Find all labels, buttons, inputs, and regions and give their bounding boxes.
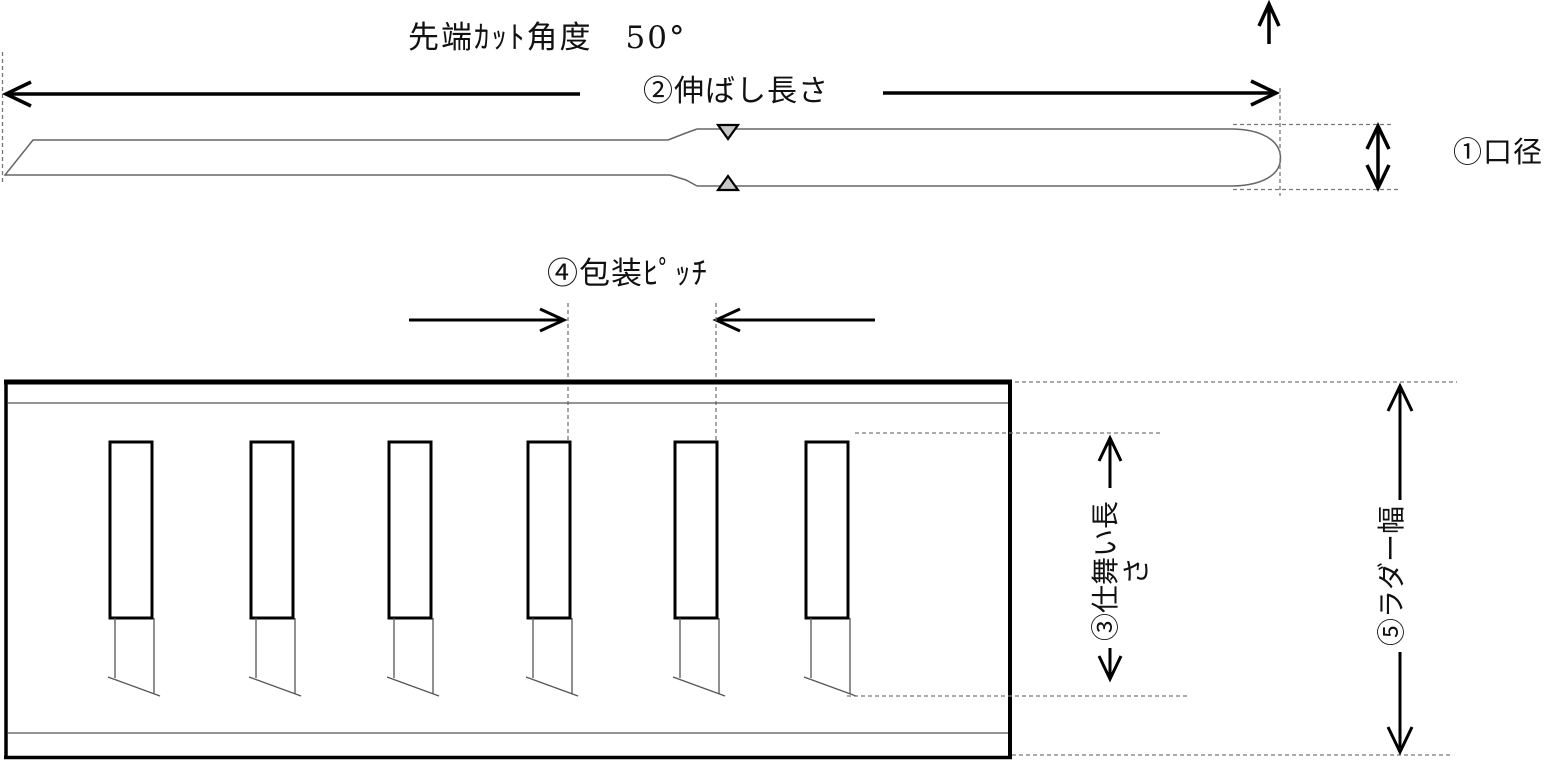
straw-body-rect <box>673 440 719 620</box>
straw-tip-cut <box>386 676 440 697</box>
packaged-straw <box>525 440 579 697</box>
straw-body-rect <box>526 440 572 620</box>
junction-marker-down-triangle-icon <box>715 123 741 141</box>
arrowhead-down-icon <box>1365 164 1391 193</box>
straw-junction-step-top <box>667 128 698 141</box>
arrowhead-up-icon <box>1365 121 1391 150</box>
packaged-straw <box>107 440 161 697</box>
straw-body-rect <box>249 440 295 620</box>
tip-cut-angle-label: 先端ｶｯﾄ角度 50° <box>408 20 687 56</box>
packaged-straw <box>386 440 440 697</box>
dim-bore-diameter <box>1233 121 1398 193</box>
arrowhead-right-icon <box>539 307 568 333</box>
dim-extend-length <box>1 0 1281 196</box>
straw-tip-cut <box>803 676 857 697</box>
dim-folded-length <box>847 432 1190 697</box>
straw-rounded-end <box>1232 128 1282 187</box>
arrowhead-down-icon <box>1097 655 1123 683</box>
packaged-straw <box>803 440 857 697</box>
packaged-straw <box>672 440 726 697</box>
straw-tip-cut <box>672 676 726 697</box>
ladder-package <box>4 379 1012 760</box>
straw-junction-step-bottom <box>669 174 698 187</box>
straw-body-rect <box>108 440 154 620</box>
straw-inner-tube-outline <box>3 139 670 176</box>
arrowhead-left-icon <box>1 80 32 108</box>
packaged-straw <box>248 440 302 697</box>
arrowhead-down-icon <box>1386 726 1414 756</box>
straw-body-rect <box>804 440 850 620</box>
ladder-width-label: ⑤ラダー幅 <box>1375 506 1408 647</box>
arrowhead-up-icon <box>1257 0 1281 27</box>
folded-length-label: ③仕舞い長さ <box>1089 501 1153 642</box>
straw-tip-cut <box>248 676 302 697</box>
junction-marker-up-triangle-icon <box>715 174 741 192</box>
arrowhead-right-icon <box>1250 79 1281 107</box>
straw-side-view <box>3 123 1282 192</box>
arrowhead-up-icon <box>1386 382 1414 412</box>
arrowhead-up-icon <box>1097 434 1123 462</box>
dim-ladder-width <box>1012 381 1457 756</box>
packing-pitch-label: ④包装ﾋﾟｯﾁ <box>547 256 708 292</box>
straw-tip-cut <box>107 676 161 697</box>
straw-tip-cut <box>525 676 579 697</box>
dim-packing-pitch <box>409 303 875 444</box>
straw-body-rect <box>387 440 433 620</box>
extend-length-label: ②伸ばし長さ <box>643 74 829 109</box>
bore-diameter-label: ①口径 <box>1453 135 1544 169</box>
